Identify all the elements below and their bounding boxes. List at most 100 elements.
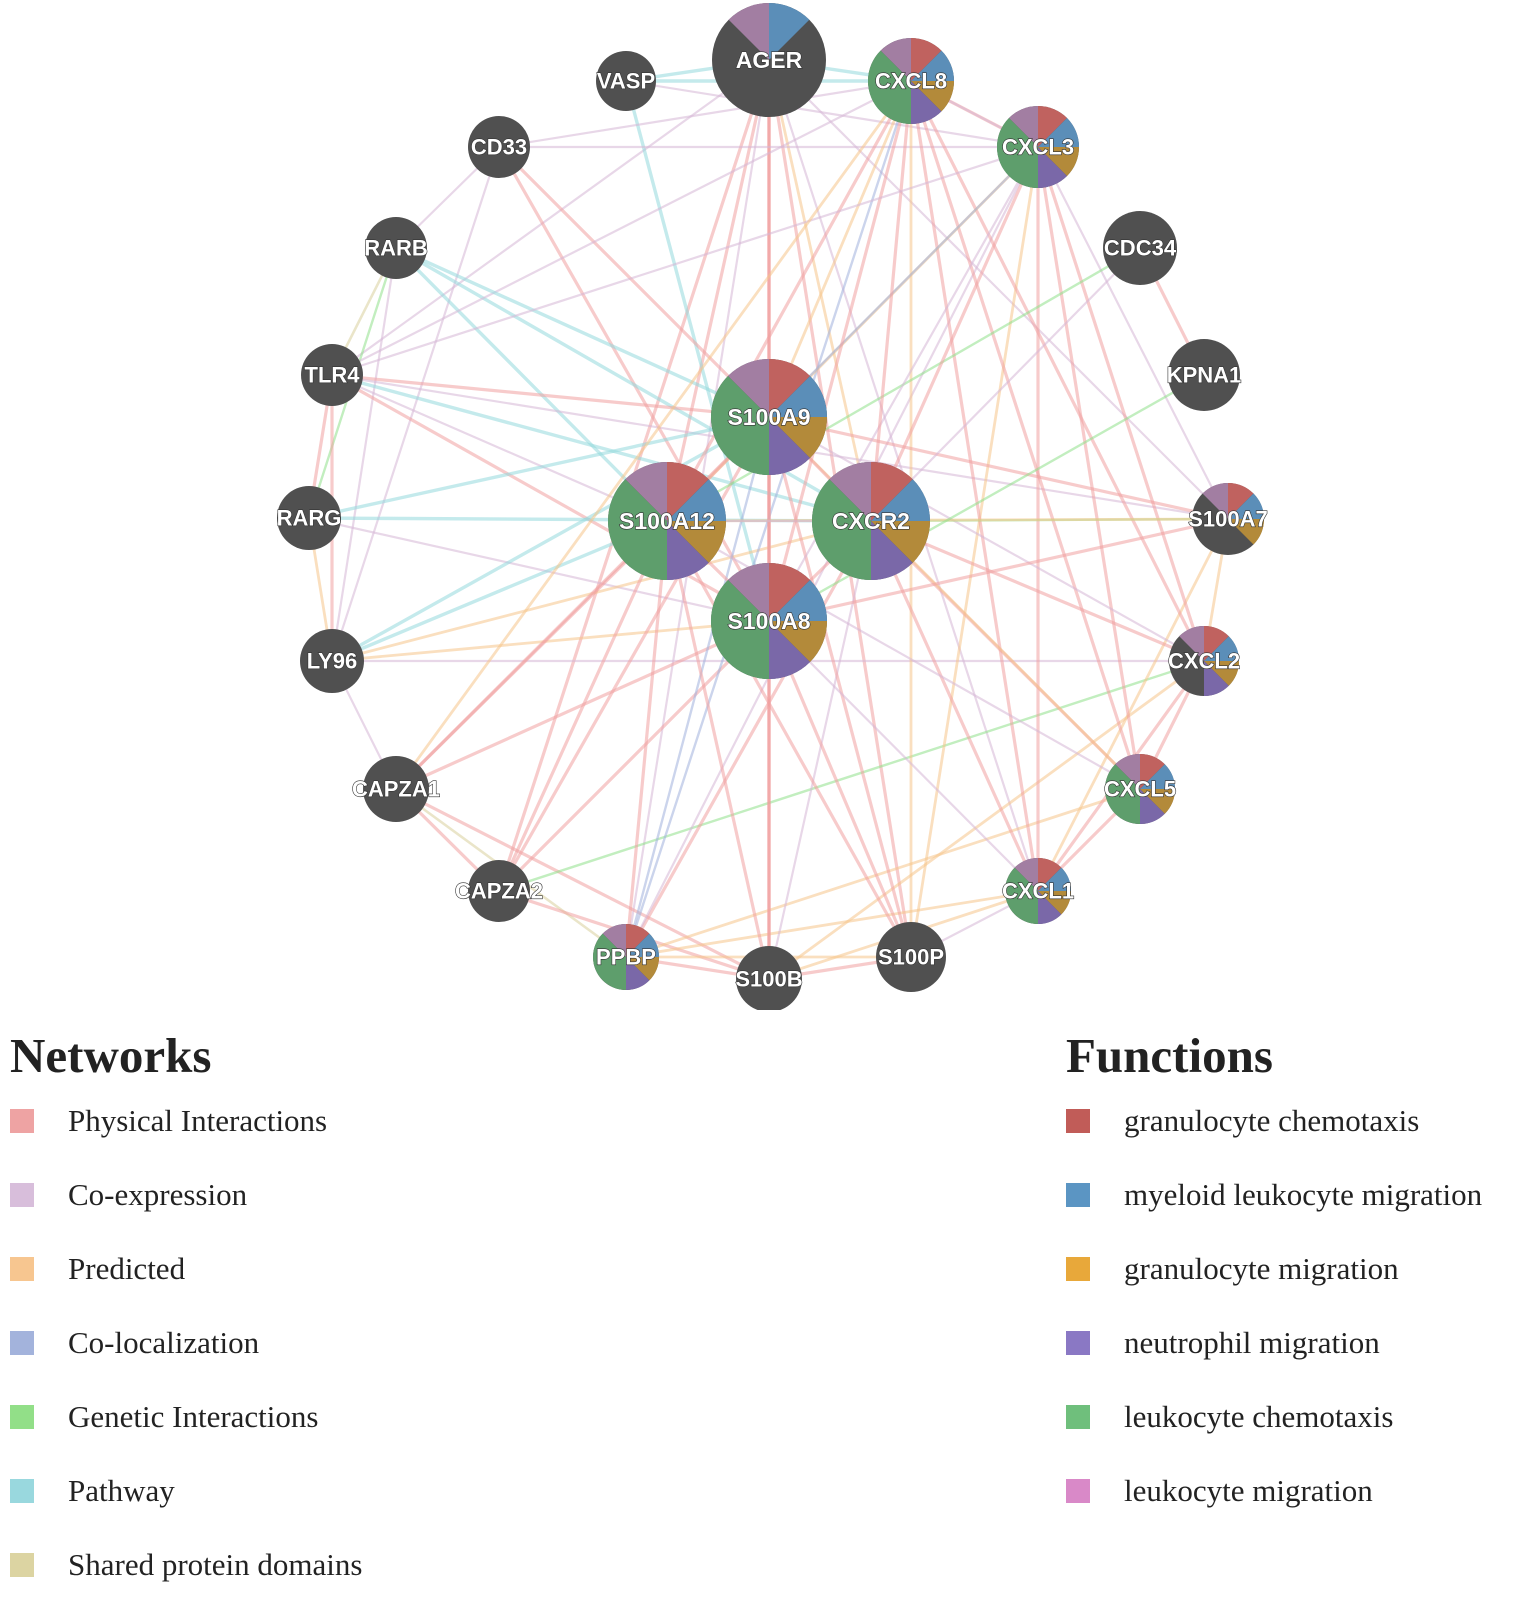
node-cdc34[interactable]: CDC34	[1103, 211, 1177, 285]
edge-rarg-s100a9	[307, 415, 771, 520]
edge-rarb-ly96	[330, 246, 398, 663]
node-cxcl8[interactable]: CXCL8	[867, 37, 955, 125]
node-circle	[365, 217, 427, 279]
node-s100a7[interactable]: S100A7	[1188, 483, 1268, 555]
node-cxcl1[interactable]: CXCL1	[1001, 858, 1075, 924]
legend-item-leukocyte-migration: leukocyte migration	[1066, 1472, 1482, 1546]
edge-tlr4-cxcl3	[330, 145, 1040, 377]
node-cxcl3[interactable]: CXCL3	[997, 106, 1079, 188]
legend-item-co-localization: Co-localization	[10, 1324, 362, 1398]
wedge-granulocyte-chemotaxis	[667, 462, 709, 521]
co-localization-swatch	[10, 1331, 34, 1355]
wedge-neutrophil-migration	[769, 621, 811, 679]
edge-cxcl1-cxcr2	[869, 519, 1040, 893]
node-circle	[736, 946, 802, 1010]
physical-interactions-swatch	[10, 1109, 34, 1133]
node-tlr4[interactable]: TLR4	[301, 344, 363, 406]
wedge-leukocyte-chemotaxis	[811, 479, 871, 580]
node-capza1[interactable]: CAPZA1	[351, 756, 441, 822]
node-rarb[interactable]: RARB	[364, 217, 428, 279]
wedge-neutrophil-migration	[626, 957, 650, 990]
wedge-leukocyte-chemotaxis	[607, 479, 667, 580]
myeloid-leukocyte-migration-swatch	[1066, 1183, 1090, 1207]
node-cxcl5[interactable]: CXCL5	[1103, 754, 1177, 825]
node-ager[interactable]: AGER	[712, 2, 826, 117]
wedge-leukocyte-migration	[728, 2, 769, 60]
node-s100b[interactable]: S100B	[735, 946, 803, 1010]
node-circle	[468, 860, 530, 922]
node-label-cxcl5: CXCL5	[1104, 777, 1176, 802]
wedge-leukocyte-migration	[727, 563, 769, 621]
edge-s100p-s100a12	[665, 519, 913, 959]
edge-s100b-cxcr2	[767, 519, 873, 981]
node-s100a8[interactable]: S100A8	[711, 563, 827, 679]
node-label-ly96: LY96	[307, 649, 358, 674]
granulocyte-migration-swatch	[1066, 1257, 1090, 1281]
node-cxcl2[interactable]: CXCL2	[1167, 626, 1241, 696]
node-s100a9[interactable]: S100A9	[711, 359, 827, 475]
edge-ppbp-s100a12	[624, 519, 669, 959]
predicted-swatch	[10, 1257, 34, 1281]
wedge-granulocyte-chemotaxis	[1038, 858, 1062, 891]
node-label-ager: AGER	[736, 47, 803, 73]
node-kpna1[interactable]: KPNA1	[1166, 339, 1242, 411]
node-vasp[interactable]: VASP	[596, 51, 656, 111]
wedge-granulocyte-chemotaxis	[1228, 483, 1254, 519]
wedge-leukocyte-migration	[727, 359, 769, 417]
node-cd33[interactable]: CD33	[468, 116, 530, 178]
genetic-interactions-swatch	[10, 1405, 34, 1429]
network-edges	[307, 58, 1230, 981]
node-rarg[interactable]: RARG	[276, 486, 342, 550]
wedge-granulocyte-migration	[1038, 891, 1071, 915]
shared-protein-domains-swatch	[10, 1553, 34, 1577]
edge-s100a7-cxcl3	[1036, 145, 1230, 521]
wedge-myeloid-leukocyte-migration	[1228, 493, 1264, 519]
edge-tlr4-s100a12	[330, 373, 669, 523]
node-label-capza2: CAPZA2	[455, 879, 543, 904]
node-ppbp[interactable]: PPBP	[593, 924, 659, 990]
node-s100p[interactable]: S100P	[876, 922, 946, 992]
wedge-leukocyte-chemotaxis	[1104, 764, 1140, 824]
edge-s100a7-s100a9	[767, 415, 1230, 521]
leukocyte-migration-swatch	[1066, 1479, 1090, 1503]
wedge-leukocyte-migration	[625, 462, 667, 521]
node-label-cd33: CD33	[471, 135, 527, 160]
node-capza2[interactable]: CAPZA2	[454, 860, 544, 922]
edge-ager-cxcr2	[767, 58, 873, 523]
node-cxcr2[interactable]: CXCR2	[811, 462, 930, 580]
legend-item-physical-interactions: Physical Interactions	[10, 1102, 362, 1176]
edge-capza2-s100a8	[497, 619, 771, 893]
wedge-leukocyte-chemotaxis	[711, 579, 769, 679]
wedge-myeloid-leukocyte-migration	[871, 479, 930, 521]
wedge-leukocyte-migration	[1014, 858, 1038, 891]
edge-cxcl2-cxcl8	[909, 79, 1206, 663]
wedge-myeloid-leukocyte-migration	[1038, 118, 1079, 147]
node-s100a12[interactable]: S100A12	[607, 462, 727, 580]
edge-s100a7-s100a8	[767, 517, 1230, 623]
legend-item-pathway: Pathway	[10, 1472, 362, 1546]
node-label-kpna1: KPNA1	[1167, 363, 1242, 388]
wedge-neutrophil-migration	[1140, 789, 1165, 825]
wedge-leukocyte-chemotaxis	[997, 118, 1038, 188]
wedge-leukocyte-chemotaxis	[1005, 867, 1038, 924]
edge-cxcl2-cxcl3	[1036, 145, 1206, 663]
legend-label: Predicted	[68, 1251, 186, 1286]
node-circle	[1103, 211, 1177, 285]
node-label-tlr4: TLR4	[305, 363, 361, 388]
wedge-leukocyte-migration	[1009, 106, 1038, 147]
node-ly96[interactable]: LY96	[300, 629, 364, 693]
edge-ager-s100a7	[767, 58, 1230, 521]
wedge-leukocyte-migration	[602, 924, 626, 957]
functions-legend-title: Functions	[1066, 1028, 1273, 1083]
edge-cxcl3-s100a9	[767, 145, 1040, 419]
node-label-cxcl1: CXCL1	[1002, 879, 1074, 904]
wedge-granulocyte-migration	[871, 521, 930, 563]
edge-tlr4-cxcl8	[330, 79, 913, 377]
node-label-ppbp: PPBP	[596, 945, 656, 970]
wedge-granulocyte-chemotaxis	[626, 924, 650, 957]
edge-capza2-s100a12	[497, 519, 669, 893]
wedge-granulocyte-migration	[911, 81, 955, 112]
edge-ppbp-cxcl1	[624, 889, 1040, 959]
node-circle	[596, 51, 656, 111]
